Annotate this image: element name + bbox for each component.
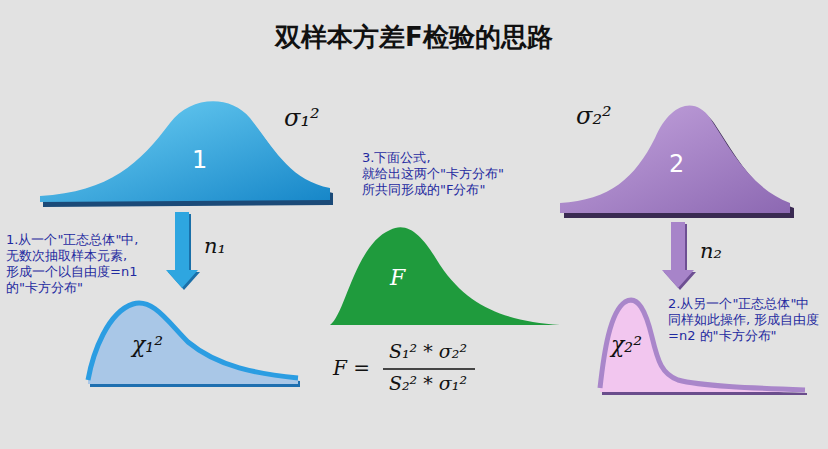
arrow-body (166, 212, 198, 288)
chi-square-symbol: χ₂² (611, 332, 642, 357)
formula-numerator: S₁² * σ₂² (378, 340, 478, 362)
chi-square-curve: χ₁² (88, 292, 298, 384)
step-note: 3.下面公式, 就给出这两个"卡方分布" 所共同形成的"F分布" (362, 150, 532, 198)
f-distribution-curve: F (330, 215, 560, 327)
formula-lhs: F = (333, 356, 381, 380)
normal-population-curve: 2 σ₂² (560, 88, 790, 218)
f-symbol: F (390, 265, 405, 290)
normal-population-curve: 1 σ₁² (40, 88, 330, 208)
chi-square-symbol: χ₁² (132, 332, 163, 357)
population-number: 1 (192, 146, 207, 174)
variance-symbol: σ₁² (284, 104, 320, 132)
population-number: 2 (669, 150, 684, 178)
edge-label: n₂ (700, 239, 722, 263)
step-note: 1.从一个"正态总体"中, 无数次抽取样本元素, 形成一个以自由度=n1 的"卡… (6, 232, 166, 296)
flow-arrow (662, 222, 696, 290)
step-note: 2.从另一个"正态总体"中 同样如此操作, 形成自由度=n2 的"卡方分布" (668, 296, 824, 344)
edge-label: n₁ (204, 234, 226, 258)
formula-denominator: S₂² * σ₁² (378, 372, 478, 394)
arrow-body (662, 222, 694, 288)
diagram-title: 双样本方差F检验的思路 (0, 20, 828, 55)
flow-arrow (166, 212, 200, 290)
chi-square-curve-outline (88, 292, 298, 384)
variance-symbol: σ₂² (576, 102, 612, 130)
fraction-bar (383, 368, 475, 370)
f-distribution-curve-outline (330, 215, 560, 327)
